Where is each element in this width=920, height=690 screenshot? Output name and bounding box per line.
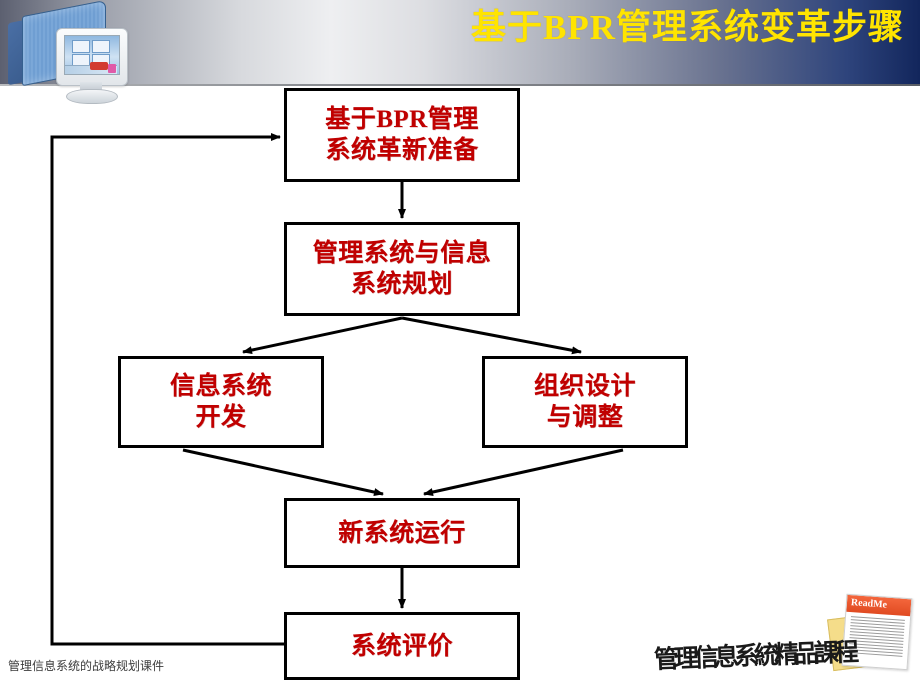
monitor-base-shape: [66, 89, 118, 104]
slide-header-band: [0, 0, 920, 84]
edge-evaluate-feedback-loop: [50, 133, 286, 646]
mis-courseware-logo-icon: [4, 0, 136, 104]
flow-node-prepare-label: 基于BPR管理 系统革新准备: [325, 106, 479, 164]
screen-pink-accent: [108, 64, 116, 73]
flow-node-prepare[interactable]: 基于BPR管理 系统革新准备: [284, 88, 520, 182]
screen-red-accent: [90, 62, 108, 70]
monitor-neck-shape: [80, 82, 102, 91]
course-brand-text: 管理信息系統精品課程: [653, 637, 855, 674]
flow-node-is-development[interactable]: 信息系统 开发: [118, 356, 324, 448]
flow-node-system-evaluation-label: 系统评价: [350, 632, 453, 660]
screen-window-icon: [72, 40, 90, 53]
readme-header-bar: ReadMe: [846, 594, 912, 617]
edge-orgdesign-to-newrun: [423, 448, 624, 496]
edge-planning-to-isdev: [242, 316, 403, 355]
flow-node-system-evaluation[interactable]: 系统评价: [284, 612, 520, 680]
flow-node-new-system-operation-label: 新系统运行: [338, 519, 466, 547]
flow-node-org-design-label: 组织设计 与调整: [533, 373, 636, 431]
screen-window-icon: [92, 40, 110, 53]
flow-node-planning-label: 管理系统与信息 系统规划: [312, 240, 492, 298]
flow-node-new-system-operation[interactable]: 新系统运行: [284, 498, 520, 568]
slide-title: 基于BPR管理系统变革步骤: [470, 8, 904, 47]
flow-node-planning[interactable]: 管理系统与信息 系统规划: [284, 222, 520, 316]
edge-isdev-to-newrun: [182, 448, 384, 496]
edge-planning-to-orgdesign: [401, 316, 582, 355]
footer-courseware-label: 管理信息系统的战略规划课件: [8, 659, 165, 673]
flow-node-is-development-label: 信息系统 开发: [169, 373, 272, 431]
readme-title-text: ReadMe: [850, 597, 888, 611]
header-divider: [0, 84, 920, 86]
readme-body-lines: [848, 616, 905, 659]
flow-node-org-design[interactable]: 组织设计 与调整: [482, 356, 688, 448]
course-brand-mark: ReadMe 管理信息系統精品課程: [650, 590, 920, 690]
